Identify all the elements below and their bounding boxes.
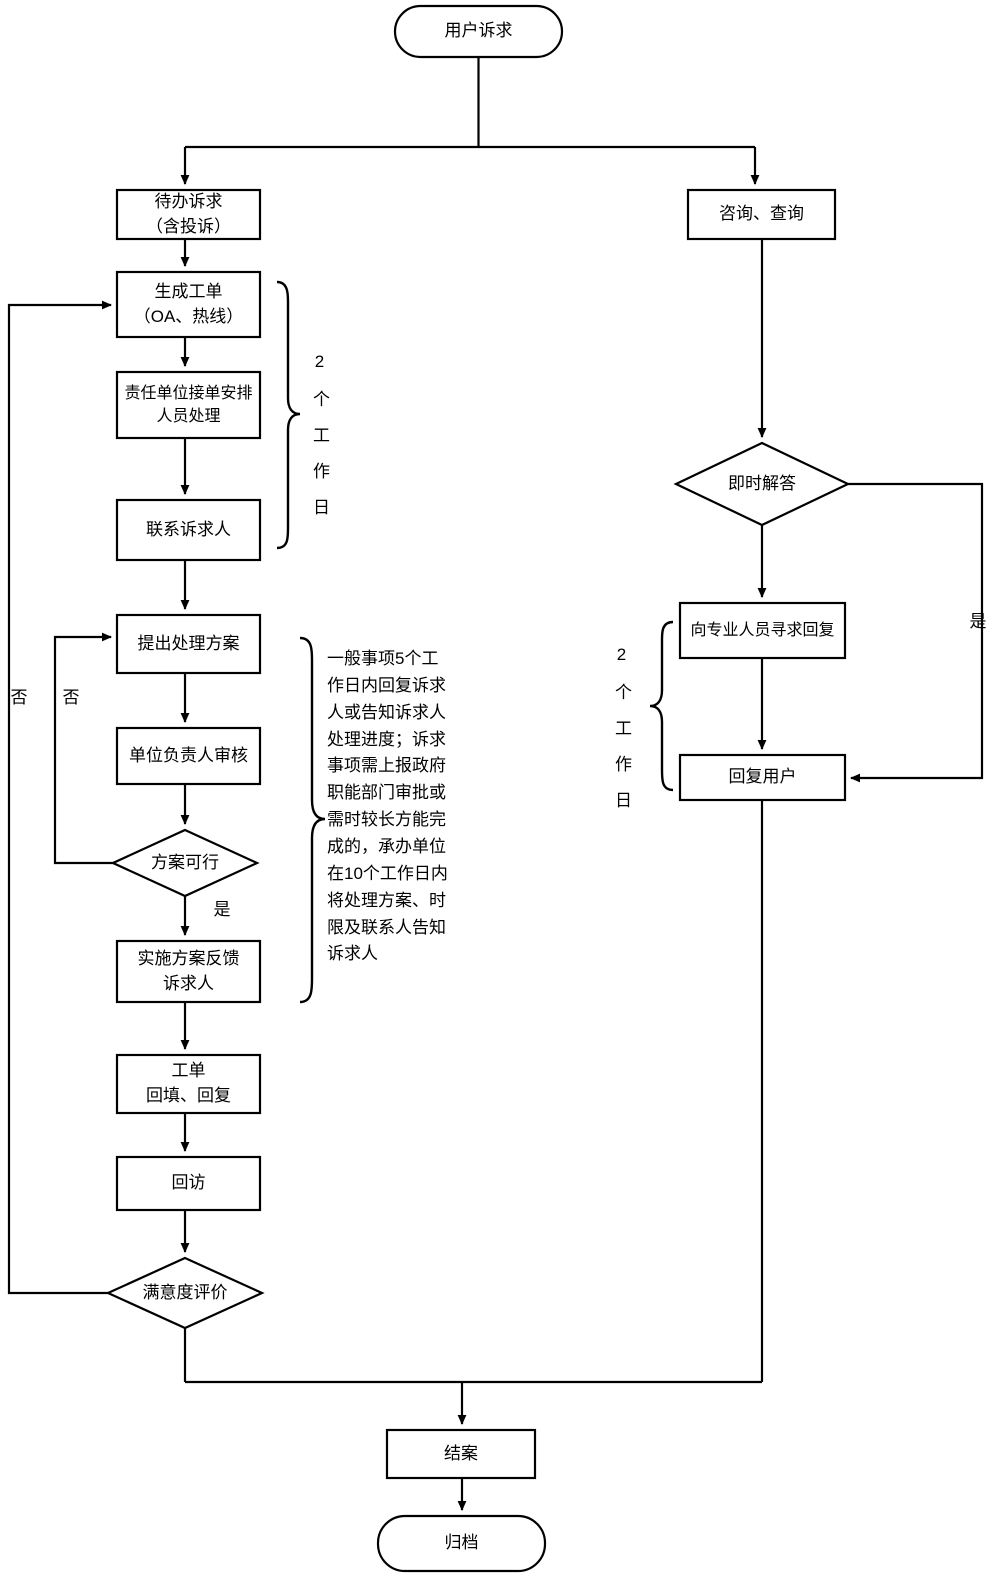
node-satisfaction-shape — [105, 1256, 265, 1330]
node-contact-shape — [115, 498, 262, 562]
brace-right-two-days — [649, 620, 674, 792]
node-archive-shape — [376, 1514, 547, 1573]
brace-label-right-two-days: 2 个 工 作 日 — [612, 645, 631, 808]
node-propose-shape — [115, 613, 262, 675]
node-close-case-shape — [385, 1428, 537, 1480]
brace-left-two-days — [276, 280, 301, 550]
node-assign-shape — [115, 370, 262, 440]
node-fill-back-shape — [115, 1053, 262, 1115]
node-consult-shape — [686, 188, 837, 241]
node-implement-shape — [115, 939, 262, 1004]
edge-label-satisfaction-no: 否 — [10, 688, 28, 707]
edge-satisfaction-no-loop — [7, 300, 112, 1295]
edge-instant-yes-loop — [848, 482, 984, 783]
edge-label-instant-answer-yes: 是 — [969, 612, 987, 631]
note-processing-timeline: 一般事项5个工 作日内回复诉求 人或告知诉求人 处理进度；诉求 事项需上报政府 … — [327, 649, 448, 964]
edge-label-feasible-no: 否 — [62, 688, 80, 707]
node-seek-expert-shape — [678, 601, 847, 660]
brace-label-left-two-days: 2 个 工 作 日 — [310, 352, 329, 515]
edge-feasible-no-loop — [53, 632, 113, 865]
node-revisit-shape — [115, 1155, 262, 1212]
edge-label-feasible-yes: 是 — [213, 900, 231, 919]
node-feasible-shape — [110, 828, 260, 898]
node-start-shape — [393, 4, 564, 59]
edge-start-split — [185, 57, 755, 149]
node-instant-answer-shape — [673, 441, 851, 527]
node-create-ticket-shape — [115, 270, 262, 339]
node-reply-user-shape — [678, 753, 847, 802]
brace-processing-note — [299, 636, 326, 1004]
node-review-shape — [115, 726, 262, 786]
node-pending-shape — [115, 188, 262, 241]
